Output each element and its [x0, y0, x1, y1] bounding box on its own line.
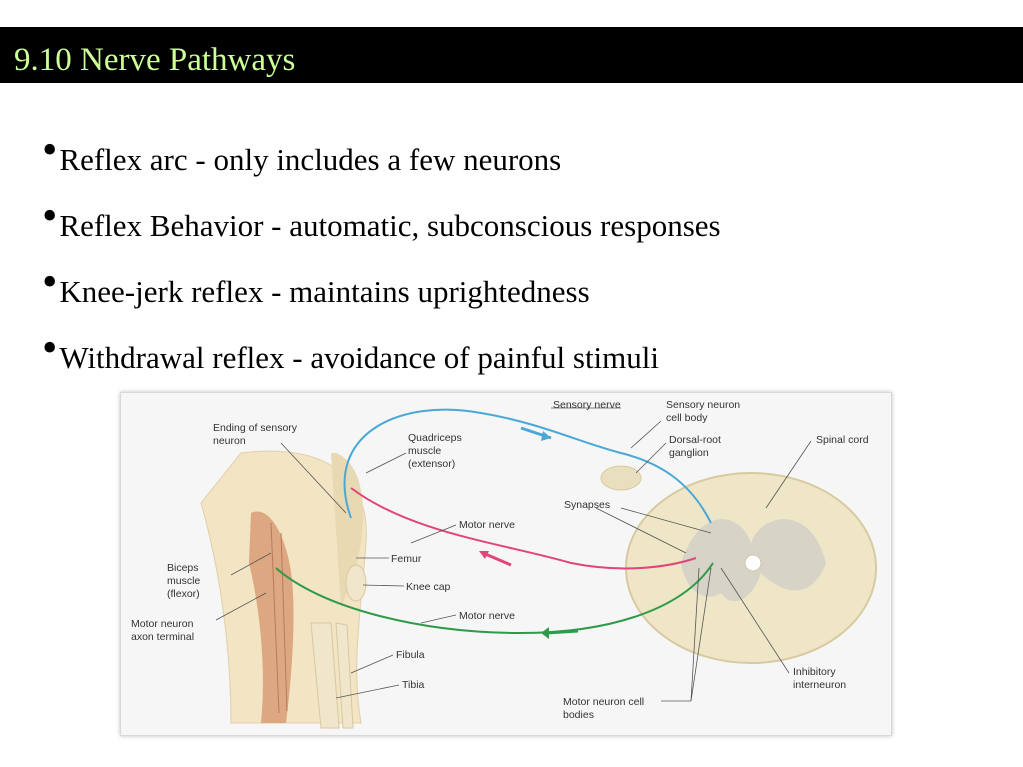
- sensory-nerve-path: [343, 408, 712, 524]
- label-knee-cap: Knee cap: [406, 581, 451, 593]
- dorsal-root-ganglion: [600, 465, 642, 491]
- spinal-cord-illustration: [600, 465, 877, 664]
- label-spinal-cord: Spinal cord: [816, 434, 869, 446]
- knee-cap-shape: [345, 564, 367, 602]
- fibula-bone: [335, 622, 354, 729]
- bullet-item: • Knee-jerk reflex - maintains uprighted…: [42, 257, 721, 334]
- flexor-arrowhead-icon: [541, 627, 549, 639]
- bullet-text: Reflex arc - only includes a few neurons: [59, 142, 562, 177]
- bullet-text: Reflex Behavior - automatic, subconsciou…: [59, 208, 721, 243]
- label-femur: Femur: [391, 553, 422, 565]
- motor-arrowhead-icon: [479, 551, 489, 559]
- bullet-list: • Reflex arc - only includes a few neuro…: [42, 125, 721, 400]
- label-biceps-1: Biceps: [167, 562, 199, 574]
- leg-illustration: [200, 450, 367, 729]
- bullet-item: • Reflex arc - only includes a few neuro…: [42, 125, 721, 202]
- slide-title: 9.10 Nerve Pathways: [14, 42, 296, 78]
- label-motor-axon-1: Motor neuron: [131, 618, 194, 630]
- motor-arrow-icon: [482, 551, 512, 567]
- motor-nerve-extensor-path: [350, 487, 697, 570]
- bullet-dot-icon: •: [42, 191, 58, 240]
- title-bar: [0, 27, 1023, 83]
- reflex-arc-diagram: Sensory nerve Sensory neuron cell body D…: [131, 399, 877, 729]
- label-dorsal-root-1: Dorsal-root: [669, 434, 721, 446]
- label-quadriceps-3: (extensor): [408, 458, 455, 470]
- leader-lines: [215, 407, 812, 702]
- label-motor-cell-bodies-2: bodies: [563, 709, 594, 721]
- label-sensory-neuron-2: cell body: [666, 412, 708, 424]
- label-inhibitory-2: interneuron: [793, 679, 846, 691]
- label-synapses: Synapses: [564, 499, 610, 511]
- bullet-item: • Withdrawal reflex - avoidance of painf…: [42, 323, 721, 400]
- bullet-dot-icon: •: [42, 125, 58, 174]
- label-ending-sensory-2: neuron: [213, 435, 246, 447]
- bullet-dot-icon: •: [42, 257, 58, 306]
- label-dorsal-root-2: ganglion: [669, 447, 709, 459]
- bullet-dot-icon: •: [42, 323, 58, 372]
- bullet-text: Knee-jerk reflex - maintains uprightedne…: [59, 274, 590, 309]
- muscle-fibers: [270, 522, 288, 714]
- flexor-arrow-icon: [545, 629, 579, 635]
- label-sensory-nerve: Sensory nerve: [553, 399, 621, 411]
- label-tibia: Tibia: [402, 679, 425, 691]
- label-motor-cell-bodies-1: Motor neuron cell: [563, 696, 644, 708]
- sensory-arrowhead-icon: [541, 431, 551, 441]
- label-biceps-2: muscle: [167, 575, 200, 587]
- label-motor-axon-2: axon terminal: [131, 631, 194, 643]
- label-motor-nerve-top: Motor nerve: [459, 519, 515, 531]
- motor-nerve-flexor-path: [275, 562, 714, 635]
- label-quadriceps-1: Quadriceps: [408, 432, 462, 444]
- label-biceps-3: (flexor): [167, 588, 200, 600]
- label-ending-sensory-1: Ending of sensory: [213, 422, 298, 434]
- reflex-arc-figure: Sensory nerve Sensory neuron cell body D…: [120, 392, 892, 736]
- bullet-text: Withdrawal reflex - avoidance of painful…: [59, 340, 660, 375]
- label-inhibitory-1: Inhibitory: [793, 666, 836, 678]
- tibia-bone: [310, 622, 340, 729]
- label-fibula: Fibula: [396, 649, 425, 661]
- label-sensory-neuron-1: Sensory neuron: [666, 399, 740, 411]
- label-quadriceps-2: muscle: [408, 445, 441, 457]
- bullet-item: • Reflex Behavior - automatic, subconsci…: [42, 191, 721, 268]
- central-canal: [744, 554, 762, 572]
- label-motor-nerve-bottom: Motor nerve: [459, 610, 515, 622]
